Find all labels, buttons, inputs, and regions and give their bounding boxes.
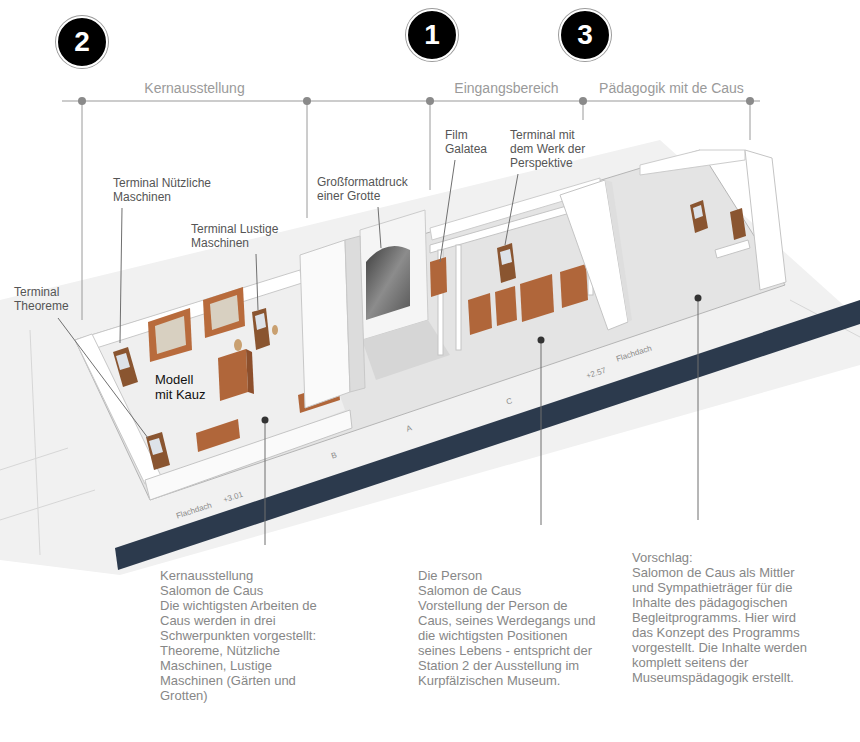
section-title: Pädagogik mit de Caus xyxy=(583,80,760,97)
callout-circle: 3 xyxy=(559,9,611,61)
note-body: Salomon de Caus als Mittler und Sympathi… xyxy=(632,565,814,685)
note-block: Vorschlag:Salomon de Caus als Mittler un… xyxy=(632,550,814,685)
section-title: Eingangsbereich xyxy=(430,80,583,97)
callout-label: Terminal Theoreme xyxy=(14,285,76,313)
callout-number: 3 xyxy=(577,21,593,49)
callout-label: Film Galatea xyxy=(445,128,493,156)
callout-label: Terminal Lustige Maschinen xyxy=(191,222,306,250)
note-body: Die wichtigsten Arbeiten de Caus werden … xyxy=(160,598,338,703)
callout-circle: 2 xyxy=(56,16,108,68)
note-block: Die Person Salomon de CausVorstellung de… xyxy=(418,568,598,688)
callout-number: 1 xyxy=(424,21,440,49)
section-title: Kernausstellung xyxy=(82,80,307,97)
note-heading: Die Person Salomon de Caus xyxy=(418,568,530,598)
callout-number: 2 xyxy=(74,28,90,56)
callout-label: Großformatdruck einer Grotte xyxy=(317,175,432,203)
note-heading: Kernausstellung Salomon de Caus xyxy=(160,568,280,598)
note-block: Kernausstellung Salomon de CausDie wicht… xyxy=(160,568,338,703)
note-body: Vorstellung der Person de Caus, seines W… xyxy=(418,598,598,688)
callout-label: Terminal mit dem Werk der Perspektive xyxy=(510,128,600,170)
object-label: Modell mit Kauz xyxy=(155,372,209,402)
note-heading: Vorschlag: xyxy=(632,550,814,565)
callout-circle: 1 xyxy=(406,9,458,61)
callout-label: Terminal Nützliche Maschinen xyxy=(113,176,233,204)
